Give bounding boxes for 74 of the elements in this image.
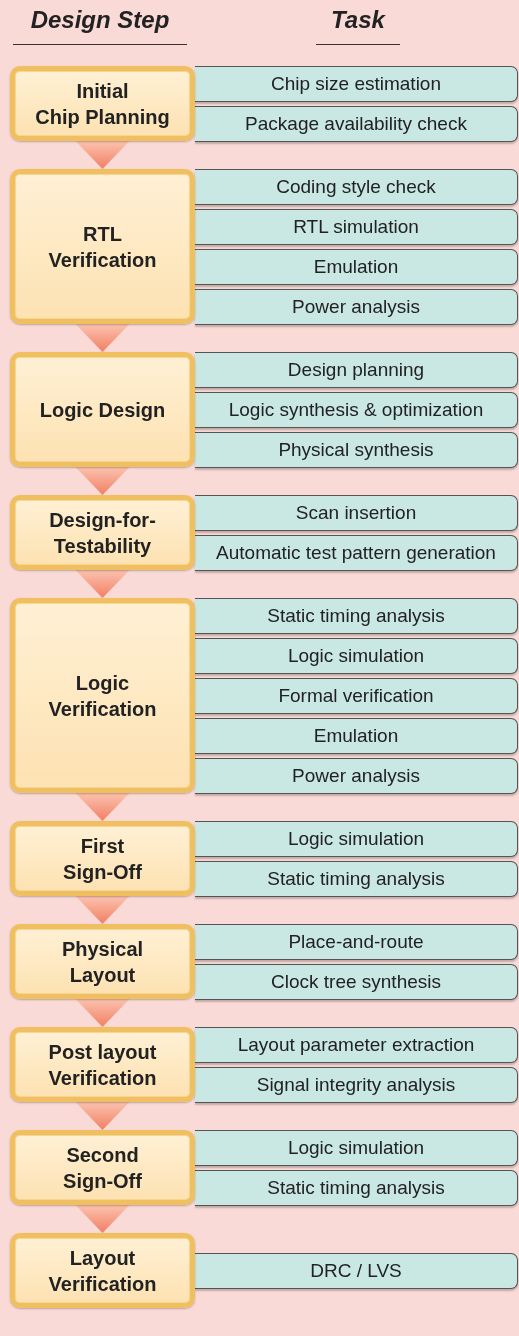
- task-label: Emulation: [313, 725, 399, 747]
- task-label: Logic synthesis & optimization: [228, 399, 484, 421]
- task-label: Place-and-route: [288, 931, 424, 953]
- arrow: [75, 1205, 130, 1233]
- task-box: [195, 821, 518, 857]
- task-box: [195, 598, 518, 634]
- arrow: [75, 570, 130, 598]
- task-label: Static timing analysis: [267, 1177, 445, 1199]
- task-box: [195, 718, 518, 754]
- task-label: Design planning: [287, 359, 425, 381]
- step-label: Physical Layout: [60, 936, 145, 988]
- task-box: [195, 964, 518, 1000]
- task-label: Coding style check: [276, 176, 436, 198]
- step-label: Second Sign-Off: [63, 1142, 142, 1194]
- arrow: [75, 896, 130, 924]
- task-box: [195, 1170, 518, 1206]
- task-label: Power analysis: [292, 765, 420, 787]
- task-label: Package availability check: [245, 113, 467, 135]
- task-box: [195, 66, 518, 102]
- step-label: Logic Design: [39, 397, 166, 423]
- task-box: [195, 861, 518, 897]
- task-label: Logic simulation: [287, 1137, 425, 1159]
- task-label: DRC / LVS: [310, 1259, 402, 1282]
- task-box: [195, 1130, 518, 1166]
- step-label: Post layout Verification: [47, 1039, 158, 1091]
- step-label: First Sign-Off: [63, 833, 142, 885]
- task-box: [195, 758, 518, 794]
- column-header: Task: [330, 6, 387, 34]
- task-box: [195, 432, 518, 468]
- task-box: [195, 289, 518, 325]
- task-label: Logic simulation: [287, 828, 425, 850]
- task-box: [195, 1027, 518, 1063]
- task-label: Physical synthesis: [278, 439, 434, 461]
- step-label: Design-for-Testability: [48, 507, 157, 559]
- task-box: [195, 1252, 518, 1289]
- task-box: [195, 1067, 518, 1103]
- task-box: [195, 106, 518, 142]
- task-label: Scan insertion: [295, 502, 417, 524]
- step-label: Initial Chip Planning: [35, 78, 170, 130]
- task-box: [195, 638, 518, 674]
- task-box: [195, 495, 518, 531]
- task-box: [195, 392, 518, 428]
- design-step-box: [10, 352, 195, 467]
- task-label: Static timing analysis: [267, 605, 445, 627]
- arrow: [75, 141, 130, 169]
- task-label: Automatic test pattern generation: [216, 542, 496, 564]
- step-label: Layout Verification: [47, 1245, 158, 1297]
- arrow: [75, 324, 130, 352]
- arrow: [75, 467, 130, 495]
- task-box: [195, 924, 518, 960]
- task-box: [195, 678, 518, 714]
- task-label: Static timing analysis: [267, 868, 445, 890]
- task-label: Emulation: [313, 256, 399, 278]
- task-box: [195, 249, 518, 285]
- task-label: Layout parameter extraction: [237, 1034, 475, 1056]
- step-label: Logic Verification: [47, 670, 158, 722]
- task-box: [195, 352, 518, 388]
- arrow: [75, 793, 130, 821]
- arrow: [75, 1102, 130, 1130]
- column-header: Design Step: [29, 6, 171, 34]
- task-box: [195, 169, 518, 205]
- arrow: [75, 999, 130, 1027]
- design-step-box: [10, 169, 195, 324]
- design-step-box: [10, 598, 195, 793]
- task-box: [195, 535, 518, 571]
- task-label: Clock tree synthesis: [271, 971, 441, 993]
- task-label: Signal integrity analysis: [256, 1074, 456, 1096]
- task-label: RTL simulation: [293, 216, 419, 238]
- step-label: RTL Verification: [47, 221, 158, 273]
- task-label: Logic simulation: [287, 645, 425, 667]
- task-label: Power analysis: [292, 296, 420, 318]
- task-label: Formal verification: [278, 685, 434, 707]
- task-box: [195, 209, 518, 245]
- task-label: Chip size estimation: [271, 73, 441, 95]
